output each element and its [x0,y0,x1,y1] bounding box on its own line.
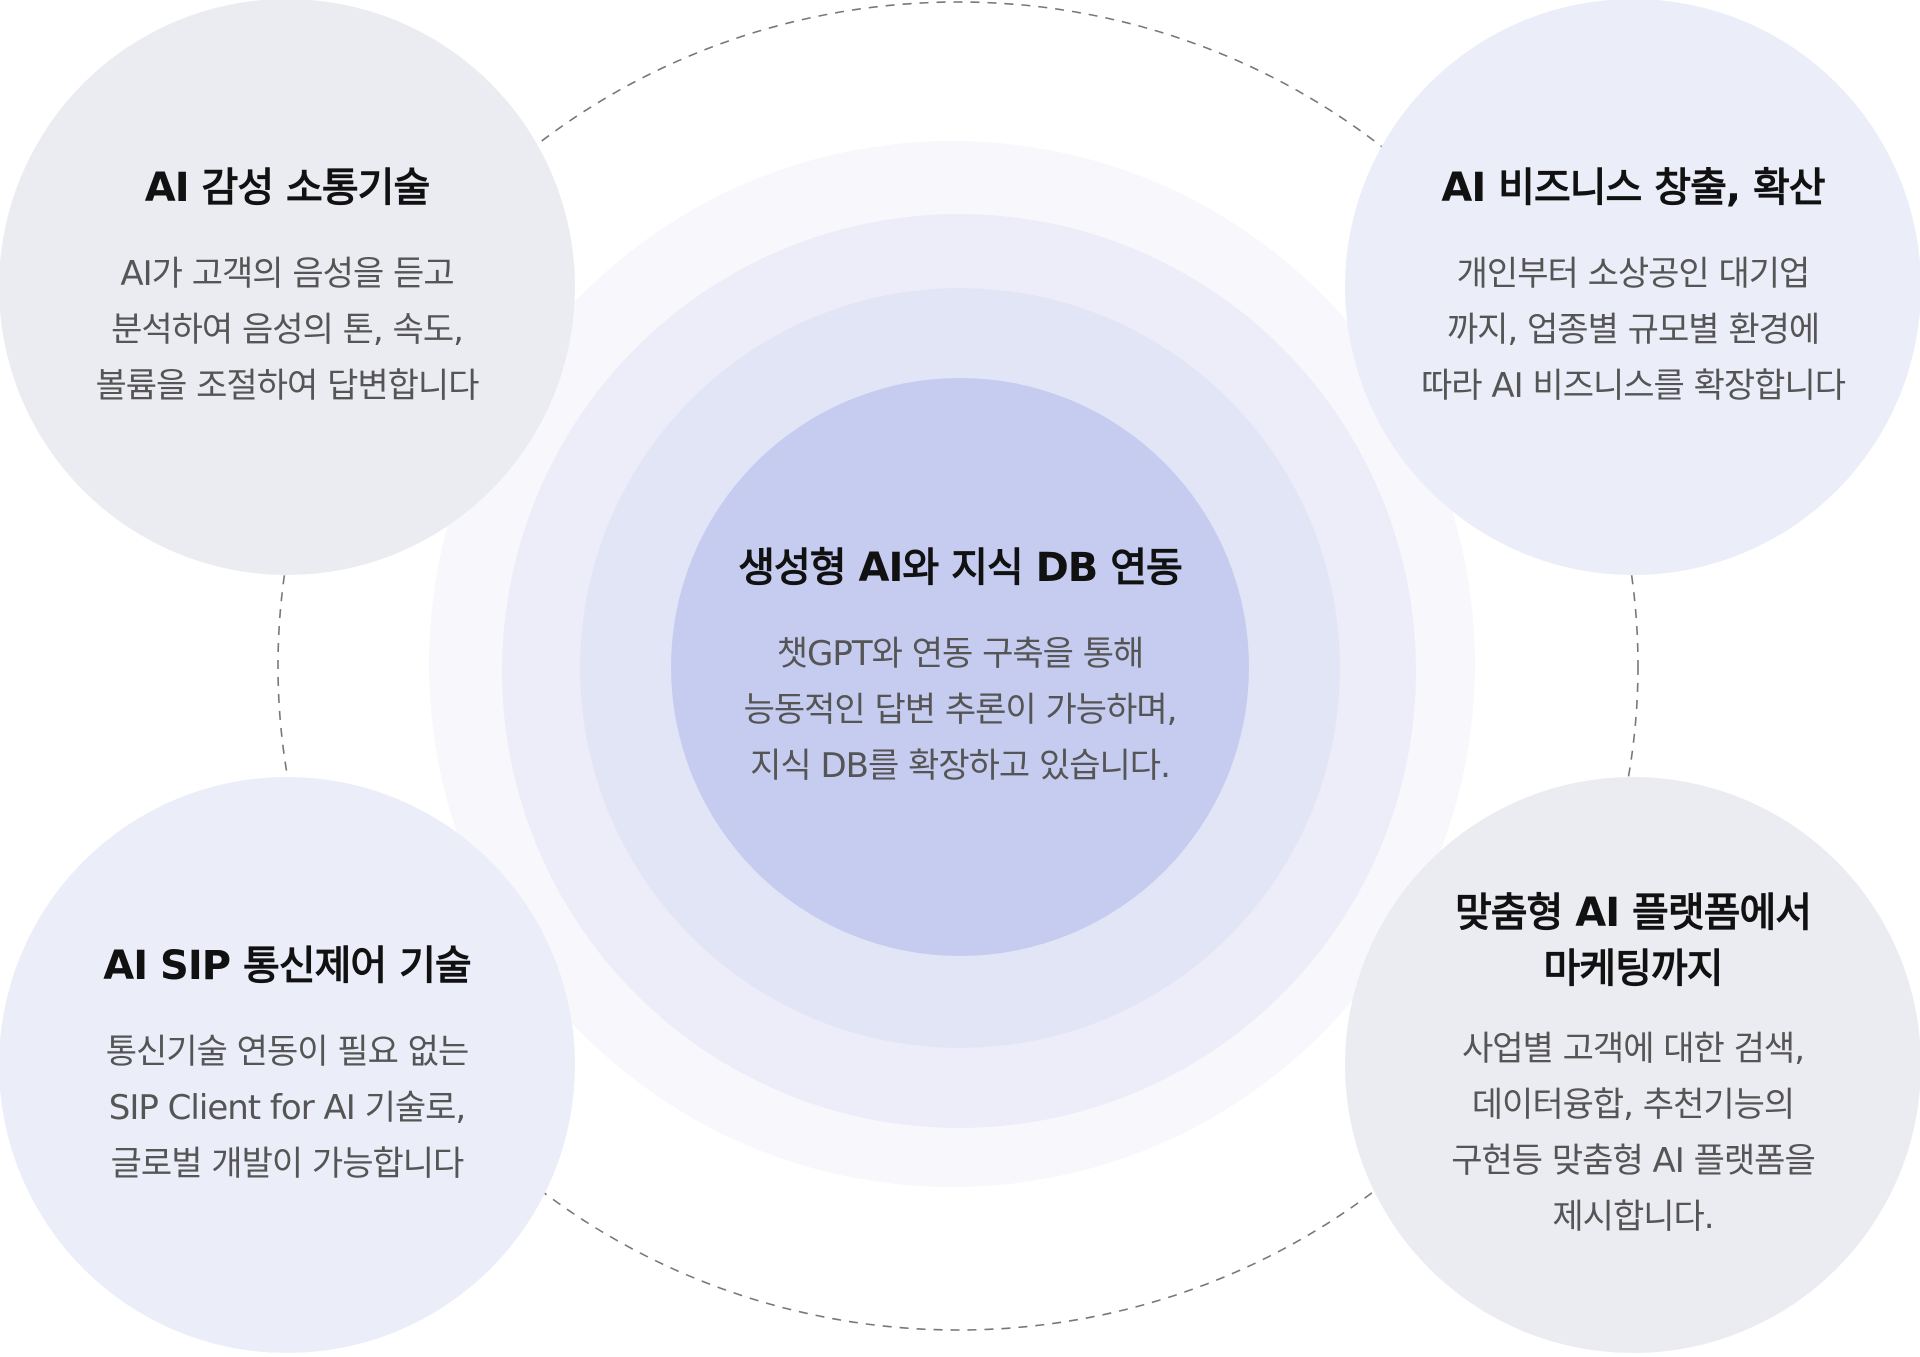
center-desc-line: 능동적인 답변 추론이 가능하며, [743,690,1178,730]
node-title: AI 감성 소통기술 [144,165,430,211]
node-desc-line: 따라 AI 비즈니스를 확장합니다 [1420,366,1846,406]
node-desc-line: SIP Client for AI 기술로, [108,1088,466,1128]
node-title-line: 마케팅까지 [1543,946,1724,992]
node-bottom-left: AI SIP 통신제어 기술 통신기술 연동이 필요 없는 SIP Client… [0,777,575,1353]
node-desc-line: 글로벌 개발이 가능합니다 [110,1144,465,1184]
core-circle [671,378,1249,956]
node-desc-line: 볼륨을 조절하여 답변합니다 [95,366,480,406]
node-top-left: AI 감성 소통기술 AI가 고객의 음성을 듣고 분석하여 음성의 톤, 속도… [0,0,575,575]
node-bottom-right: 맞춤형 AI 플랫폼에서 마케팅까지 사업별 고객에 대한 검색, 데이터융합,… [1345,777,1920,1353]
node-desc-line: 개인부터 소상공인 대기업 [1456,254,1811,294]
node-desc-line: 구현등 맞춤형 AI 플랫폼을 [1451,1141,1816,1181]
node-desc-line: 통신기술 연동이 필요 없는 [105,1032,470,1072]
node-title: AI 비즈니스 창출, 확산 [1441,165,1825,211]
node-title-line: 맞춤형 AI 플랫폼에서 [1454,890,1812,936]
node-title: AI SIP 통신제어 기술 [103,943,471,989]
center-content: 생성형 AI와 지식 DB 연동 챗GPT와 연동 구축을 통해 능동적인 답변… [671,378,1249,956]
node-desc-line: AI가 고객의 음성을 듣고 [120,254,454,294]
node-desc-line: 사업별 고객에 대한 검색, [1461,1029,1805,1069]
node-desc-line: 까지, 업종별 규모별 환경에 [1446,310,1820,350]
node-top-right: AI 비즈니스 창출, 확산 개인부터 소상공인 대기업 까지, 업종별 규모별… [1345,0,1920,575]
center-title: 생성형 AI와 지식 DB 연동 [738,545,1183,591]
node-desc-line: 분석하여 음성의 톤, 속도, [111,310,464,350]
center-desc-line: 챗GPT와 연동 구축을 통해 [776,634,1145,674]
node-desc-line: 데이터융합, 추천기능의 [1471,1085,1795,1125]
node-desc-line: 제시합니다. [1552,1197,1714,1237]
center-desc-line: 지식 DB를 확장하고 있습니다. [750,746,1171,786]
